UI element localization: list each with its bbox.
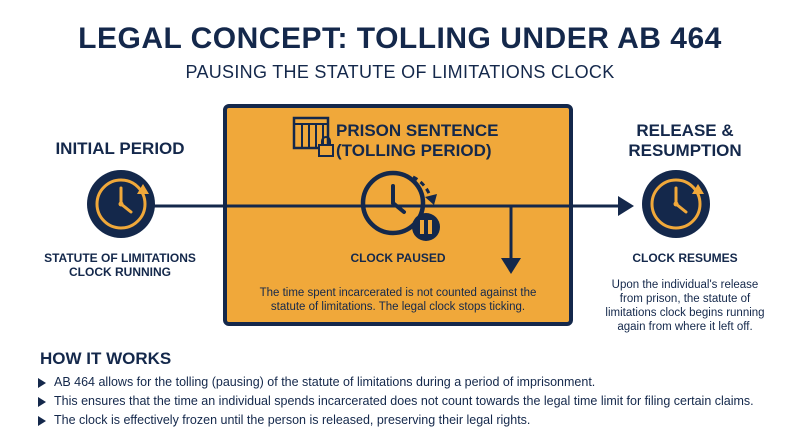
clock-resumes-caption: CLOCK RESUMES	[632, 251, 738, 265]
bullet-arrow-icon	[38, 377, 46, 388]
release-desc-line-4: again from where it left off.	[617, 321, 753, 334]
initial-period-heading: INITIAL PERIOD	[55, 139, 185, 158]
bullet-arrow-icon	[38, 415, 46, 426]
list-item: This ensures that the time an individual…	[38, 392, 798, 411]
release-heading: RELEASE & RESUMPTION	[590, 121, 780, 160]
page-subtitle: PAUSING THE STATUTE OF LIMITATIONS CLOCK	[185, 62, 615, 82]
pause-drop-arrowhead	[501, 258, 521, 274]
prison-sentence-heading: PRISON SENTENCE (TOLLING PERIOD)	[336, 121, 516, 160]
clock-icon	[642, 170, 710, 238]
release-desc-line-1: Upon the individual's release	[611, 279, 759, 291]
release-heading-line-2: RESUMPTION	[628, 140, 742, 160]
release-desc-line-2: from prison, the statute of	[619, 293, 751, 306]
list-item: The clock is effectively frozen until th…	[38, 411, 798, 430]
prison-period-box	[223, 104, 573, 326]
list-item-text: AB 464 allows for the tolling (pausing) …	[54, 375, 596, 389]
list-item-text: This ensures that the time an individual…	[54, 394, 754, 408]
prison-description: The time spent incarcerated is not count…	[233, 286, 563, 315]
initial-period-caption: STATUTE OF LIMITATIONS CLOCK RUNNING	[20, 251, 220, 280]
how-it-works-heading: HOW IT WORKS	[40, 349, 172, 368]
clock-paused-caption: CLOCK PAUSED	[350, 251, 446, 265]
release-description: Upon the individual's release from priso…	[590, 278, 780, 334]
list-item-text: The clock is effectively frozen until th…	[54, 413, 531, 427]
prison-heading-line-1: PRISON SENTENCE	[336, 121, 499, 140]
initial-caption-line-2: CLOCK RUNNING	[69, 264, 171, 279]
bullet-arrow-icon	[38, 396, 46, 407]
prison-heading-line-2: (TOLLING PERIOD)	[336, 140, 492, 160]
timeline-arrowhead	[618, 196, 634, 216]
prison-bars-lock-icon	[292, 116, 334, 157]
clock-icon	[87, 170, 155, 238]
prison-desc-line-2: statute of limitations. The legal clock …	[270, 301, 526, 314]
paused-clock-icon	[360, 170, 440, 241]
release-desc-line-3: limitations clock begins running	[605, 307, 765, 320]
list-item: AB 464 allows for the tolling (pausing) …	[38, 373, 798, 392]
page-title: LEGAL CONCEPT: TOLLING UNDER AB 464	[78, 22, 722, 55]
how-it-works-list: AB 464 allows for the tolling (pausing) …	[38, 373, 798, 430]
prison-desc-line-1: The time spent incarcerated is not count…	[259, 287, 537, 299]
release-heading-line-1: RELEASE &	[636, 121, 734, 140]
initial-caption-line-1: STATUTE OF LIMITATIONS	[44, 251, 196, 265]
